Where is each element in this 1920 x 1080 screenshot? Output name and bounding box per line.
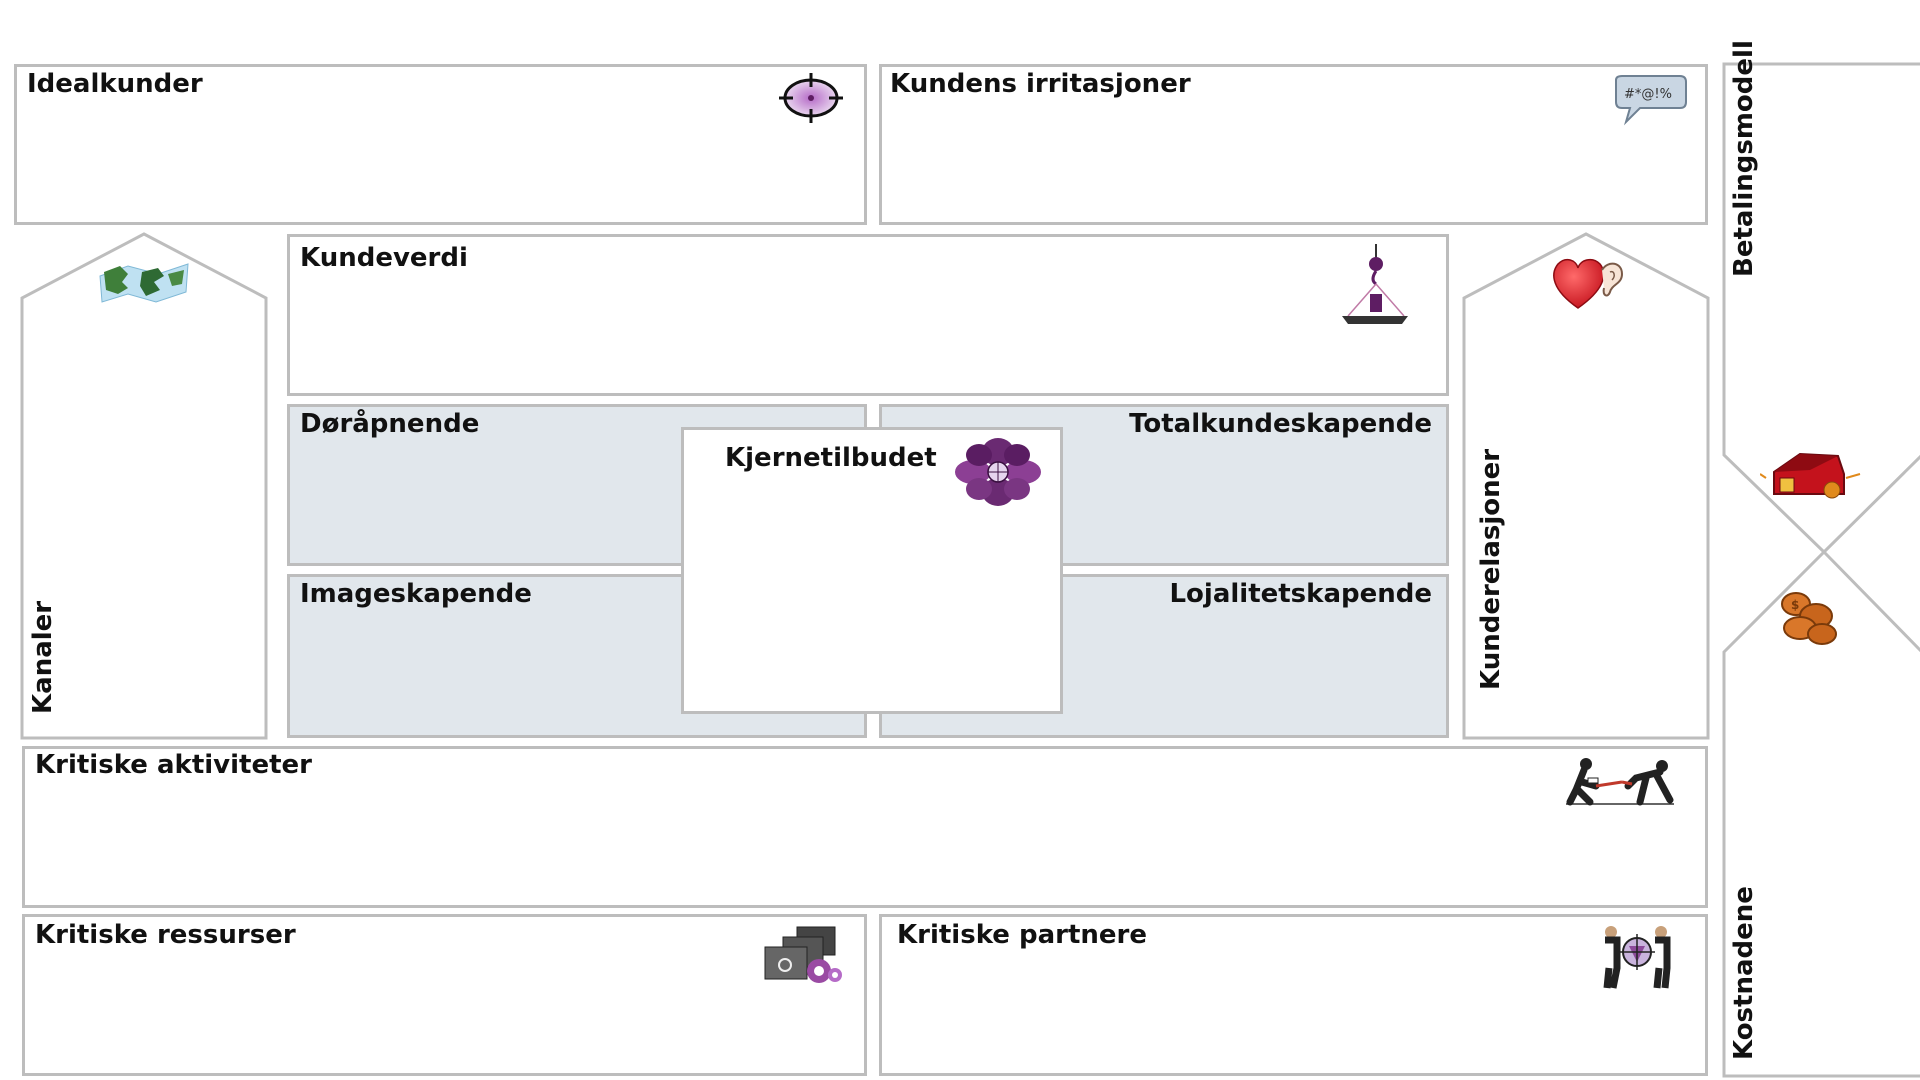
doraapnende-label: Døråpnende: [300, 409, 480, 439]
kritiske-partnere-box[interactable]: [879, 914, 1708, 1076]
target-crosshair-icon: [779, 73, 843, 123]
kundeverdi-label: Kundeverdi: [300, 243, 468, 273]
betalingsmodell-label: Betalingsmodell: [1729, 40, 1759, 277]
kritiske-ressurser-label: Kritiske ressurser: [35, 920, 296, 950]
kritiske-aktiviteter-box[interactable]: [22, 746, 1708, 908]
kundeverdi-box[interactable]: [287, 234, 1449, 396]
kritiske-ressurser-box[interactable]: [22, 914, 867, 1076]
kjernetilbudet-label: Kjernetilbudet: [725, 443, 937, 473]
idealkunder-box[interactable]: [14, 64, 867, 225]
kanaler-label: Kanaler: [28, 600, 58, 714]
imageskapende-label: Imageskapende: [300, 579, 532, 609]
kritiske-partnere-label: Kritiske partnere: [897, 920, 1147, 950]
kanaler-shape: [20, 232, 268, 740]
idealkunder-label: Idealkunder: [27, 69, 203, 99]
lojalitetskapende-label: Lojalitetskapende: [1169, 579, 1432, 609]
scale-weight-icon: [1342, 244, 1408, 324]
kundens-irritasjoner-label: Kundens irritasjoner: [890, 69, 1191, 99]
map-icon: [99, 263, 189, 303]
flower-icon: [955, 438, 1041, 506]
betalingsmodell-shape: [1722, 62, 1920, 555]
kostnadene-shape: [1722, 549, 1920, 1078]
partners-handshake-icon: [1603, 926, 1671, 989]
tug-of-war-icon: [1566, 758, 1674, 806]
totalkundeskapende-label: Totalkundeskapende: [1129, 409, 1432, 439]
briefcases-gears-icon: [764, 926, 842, 983]
coins-icon: $: [1781, 592, 1837, 645]
kostnadene-label: Kostnadene: [1729, 886, 1759, 1060]
piggy-bank-icon: [1760, 452, 1861, 499]
heart-ear-icon: [1553, 258, 1624, 309]
speech-bubble-icon: #*@!%: [1615, 75, 1687, 126]
kunderelasjoner-shape: [1462, 232, 1710, 740]
svg-text:$: $: [1791, 598, 1799, 612]
kunderelasjoner-label: Kunderelasjoner: [1476, 448, 1506, 690]
svg-text:#*@!%: #*@!%: [1624, 87, 1672, 102]
kritiske-aktiviteter-label: Kritiske aktiviteter: [35, 750, 312, 780]
kundens-irritasjoner-box[interactable]: [879, 64, 1708, 225]
